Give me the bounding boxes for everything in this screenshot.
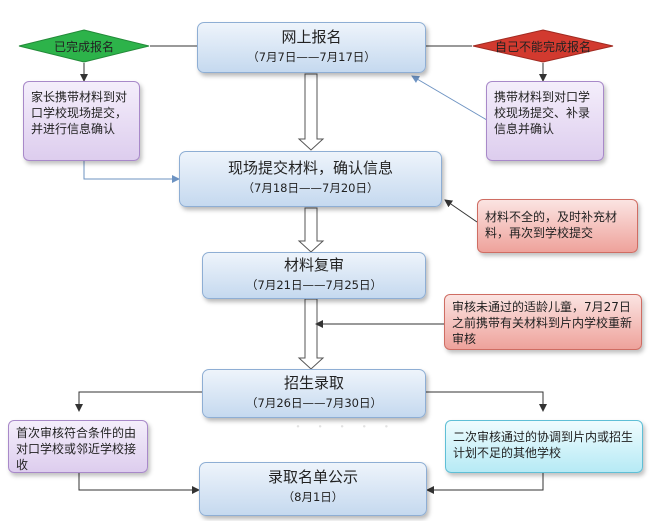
step-admission: 招生录取 （7月26日——7月30日） — [202, 369, 426, 418]
note-text: 携带材料到对口学校现场提交、补录信息并确认 — [494, 90, 591, 136]
step-title: 录取名单公示 — [267, 468, 358, 486]
note-carry-materials: 携带材料到对口学校现场提交、补录信息并确认 — [486, 81, 604, 161]
step-title: 网上报名 — [281, 28, 342, 46]
note-second-review-passed: 二次审核通过的协调到片内或招生计划不足的其他学校 — [445, 420, 643, 473]
step-material-review: 材料复审 （7月21日——7月25日） — [202, 252, 426, 299]
step-online-registration: 网上报名 （7月7日——7月17日） — [197, 22, 426, 73]
step-date: （7月21日——7月25日） — [246, 278, 382, 292]
arrow-first-to-publish — [78, 473, 200, 494]
step-title: 现场提交材料，确认信息 — [227, 159, 393, 177]
arrow-incomplete-to-submit — [444, 199, 478, 223]
diamond-shape — [472, 29, 614, 63]
note-text: 材料不全的，及时补充材料，再次到学校提交 — [485, 210, 618, 240]
step-title: 招生录取 — [283, 374, 344, 392]
flow-arrow-1 — [297, 73, 325, 151]
decision-label: 自己不能完成报名 — [494, 39, 591, 54]
decision-label: 已完成报名 — [53, 39, 114, 54]
note-text: 家长携带材料到对口学校现场提交，并进行信息确认 — [31, 90, 128, 136]
step-submit-materials: 现场提交材料，确认信息 （7月18日——7月20日） — [179, 151, 442, 207]
step-date: （7月18日——7月20日） — [242, 181, 379, 195]
note-parent-confirm: 家长携带材料到对口学校现场提交，并进行信息确认 — [23, 81, 140, 161]
arrow-admit-to-first — [75, 391, 202, 412]
arrow-second-to-publish — [426, 473, 544, 494]
decision-registered: 已完成报名 — [18, 29, 150, 63]
flow-arrow-2 — [297, 207, 325, 253]
step-date: （7月7日——7月17日） — [247, 50, 376, 64]
step-date: （7月26日——7月30日） — [246, 396, 382, 410]
note-incomplete-materials: 材料不全的，及时补充材料，再次到学校提交 — [477, 199, 638, 253]
watermark: · · · · · — [295, 416, 395, 438]
note-text: 审核未通过的适龄儿童，7月27日之前携带有关材料到片内学校重新审核 — [452, 300, 633, 346]
note-review-not-passed: 审核未通过的适龄儿童，7月27日之前携带有关材料到片内学校重新审核 — [444, 294, 642, 350]
arrow-carry-to-register — [411, 75, 493, 124]
arrow-admit-to-second — [426, 391, 547, 412]
arrow-parent-to-submit — [83, 161, 180, 183]
note-first-review-passed: 首次审核符合条件的由对口学校或邻近学校接收 — [8, 420, 148, 473]
diamond-shape — [18, 29, 150, 63]
step-publish-list: 录取名单公示 （8月1日） — [199, 462, 427, 516]
step-title: 材料复审 — [283, 256, 344, 274]
note-text: 首次审核符合条件的由对口学校或邻近学校接收 — [16, 426, 137, 472]
decision-cannot-register: 自己不能完成报名 — [472, 29, 614, 63]
step-date: （8月1日） — [282, 490, 344, 504]
flow-arrow-3 — [297, 298, 325, 370]
note-text: 二次审核通过的协调到片内或招生计划不足的其他学校 — [453, 430, 634, 460]
